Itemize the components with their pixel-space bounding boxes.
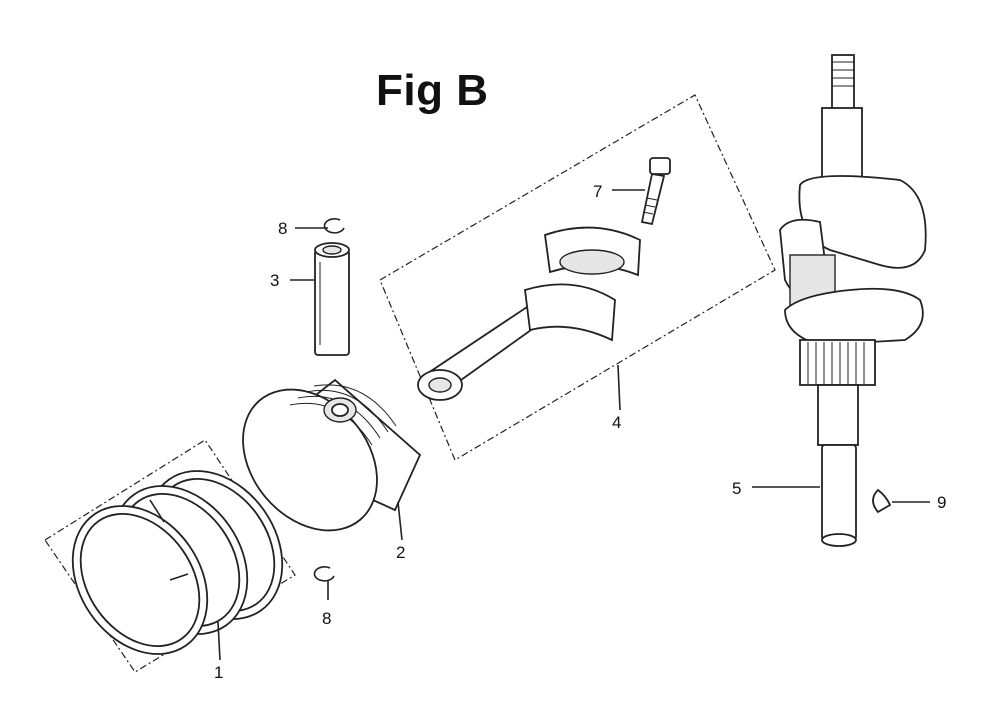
leader-lines: [217, 189, 930, 661]
piston-rings[interactable]: [44, 439, 310, 680]
circlip-top[interactable]: [323, 218, 345, 234]
connecting-rod[interactable]: [379, 94, 776, 461]
callout-9: 9: [937, 493, 946, 512]
callout-5: 5: [732, 479, 741, 498]
connecting-rod-box: [379, 94, 776, 461]
crankshaft[interactable]: [779, 54, 927, 547]
crank-threaded-end: [831, 54, 855, 111]
woodruff-key[interactable]: [872, 488, 892, 514]
circlip-bottom[interactable]: [313, 566, 335, 582]
callout-7: 7: [593, 182, 602, 201]
callout-3: 3: [270, 271, 279, 290]
rod-big-end: [524, 283, 616, 342]
crank-journal: [817, 384, 859, 446]
callout-8-bottom: 8: [322, 609, 331, 628]
callout-2: 2: [396, 543, 405, 562]
crank-pto-shaft: [821, 444, 857, 541]
callout-4: 4: [612, 413, 621, 432]
figure-title: Fig B: [376, 66, 489, 115]
crank-gear: [799, 339, 876, 386]
callout-8-top: 8: [278, 219, 287, 238]
piston-pin[interactable]: [314, 242, 350, 356]
rod-bolt[interactable]: [640, 157, 671, 226]
callout-1: 1: [214, 663, 223, 682]
piston[interactable]: [215, 363, 422, 557]
